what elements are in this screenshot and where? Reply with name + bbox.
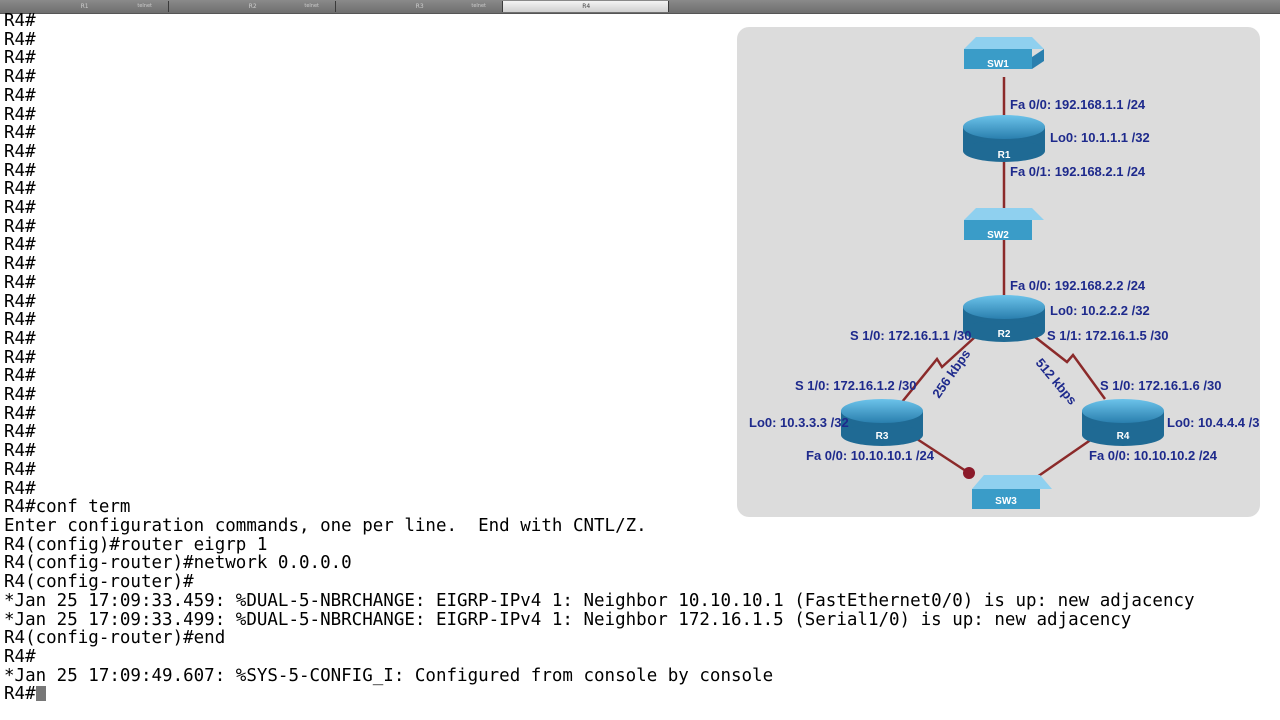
interface-label: Fa 0/0: 192.168.1.1 /24 <box>1010 97 1146 112</box>
device-label: R3 <box>876 431 889 442</box>
text-cursor <box>35 686 46 702</box>
device-label: R1 <box>998 150 1011 161</box>
terminal-line: R4(config-router)# <box>4 572 194 593</box>
interface-label: S 1/0: 172.16.1.1 /30 <box>850 328 971 343</box>
terminal-line: R4# <box>4 646 36 667</box>
terminal-line: R4# <box>4 216 36 237</box>
interface-label: Fa 0/0: 192.168.2.2 /24 <box>1010 278 1146 293</box>
tab-r2[interactable]: R2 telnet <box>169 1 336 12</box>
terminal-line: R4# <box>4 385 36 406</box>
terminal-line: R4# <box>4 403 36 424</box>
interface-label: Fa 0/0: 10.10.10.2 /24 <box>1089 448 1218 463</box>
interface-label: S 1/0: 172.16.1.2 /30 <box>795 378 916 393</box>
interface-label: Fa 0/0: 10.10.10.1 /24 <box>806 448 935 463</box>
bandwidth-label: 256 kbps <box>929 347 973 401</box>
terminal-line: R4(config-router)#end <box>4 628 226 649</box>
device-label: SW2 <box>987 230 1009 241</box>
tab-status: telnet <box>471 3 486 9</box>
terminal-output[interactable]: R4#R4#R4#R4#R4#R4#R4#R4#R4#R4#R4#R4#R4#R… <box>4 12 1195 704</box>
terminal-line: R4# <box>4 441 36 462</box>
terminal-prompt-line[interactable]: R4# <box>4 685 1195 704</box>
device-label: SW1 <box>987 59 1009 70</box>
terminal-line: R4# <box>4 291 36 312</box>
terminal-line: R4# <box>4 48 36 69</box>
tab-label: R1 <box>80 3 89 10</box>
tab-label: R2 <box>248 3 257 10</box>
terminal-line: R4# <box>4 366 36 387</box>
terminal-line: R4(config)#router eigrp 1 <box>4 534 268 555</box>
tab-r1[interactable]: R1 telnet <box>0 1 169 12</box>
terminal-line: R4# <box>4 104 36 125</box>
terminal-line: R4# <box>4 235 36 256</box>
terminal-line: R4# <box>4 11 36 31</box>
link-r4-sw3 <box>1036 437 1093 479</box>
tab-r4[interactable]: R4 <box>503 1 669 12</box>
terminal-prompt: R4# <box>4 684 36 705</box>
router-r3: R3 <box>841 399 923 446</box>
interface-label: Lo0: 10.1.1.1 /32 <box>1050 130 1150 145</box>
link-r2-r3-serial <box>901 336 976 403</box>
terminal-line: *Jan 25 17:09:49.607: %SYS-5-CONFIG_I: C… <box>4 665 774 686</box>
terminal-line: R4# <box>4 328 36 349</box>
link-status-dot <box>963 467 975 479</box>
links <box>901 77 1107 479</box>
terminal-line: R4(config-router)#network 0.0.0.0 <box>4 553 352 574</box>
terminal-line: R4# <box>4 141 36 162</box>
link-r2-r4-serial <box>1034 336 1107 400</box>
tab-status: telnet <box>137 3 152 9</box>
tab-r3[interactable]: R3 telnet <box>336 1 503 12</box>
terminal-line: *Jan 25 17:09:33.459: %DUAL-5-NBRCHANGE:… <box>4 590 1195 611</box>
device-label: R2 <box>998 329 1011 340</box>
router-r4: R4 <box>1082 399 1164 446</box>
terminal-line: R4# <box>4 198 36 219</box>
terminal-line: R4# <box>4 123 36 144</box>
switch-sw2: SW2 <box>964 208 1044 241</box>
router-r1: R1 <box>963 115 1045 162</box>
tab-label: R3 <box>415 3 424 10</box>
interface-label: Lo0: 10.2.2.2 /32 <box>1050 303 1150 318</box>
terminal-line: R4# <box>4 29 36 50</box>
interface-label: S 1/0: 172.16.1.6 /30 <box>1100 378 1221 393</box>
terminal-line: R4# <box>4 347 36 368</box>
terminal-line: R4# <box>4 422 36 443</box>
terminal-line: Enter configuration commands, one per li… <box>4 515 647 536</box>
bandwidth-label: 512 kbps <box>1033 355 1080 407</box>
terminal-line: R4# <box>4 310 36 331</box>
terminal-line: R4# <box>4 85 36 106</box>
terminal-line: R4# <box>4 160 36 181</box>
interface-label: S 1/1: 172.16.1.5 /30 <box>1047 328 1168 343</box>
terminal-line: R4# <box>4 272 36 293</box>
terminal-line: R4# <box>4 478 36 499</box>
router-r2: R2 <box>963 295 1045 342</box>
tab-status: telnet <box>304 3 319 9</box>
switch-sw3: SW3 <box>972 475 1052 509</box>
switch-sw1: SW1 <box>964 37 1044 70</box>
terminal-line: R4# <box>4 179 36 200</box>
session-tab-bar: R1 telnet R2 telnet R3 telnet R4 <box>0 0 1280 14</box>
terminal-line: R4# <box>4 67 36 88</box>
device-label: R4 <box>1117 431 1130 442</box>
terminal-line: R4# <box>4 254 36 275</box>
link-r3-sw3 <box>916 437 973 477</box>
terminal-line: *Jan 25 17:09:33.499: %DUAL-5-NBRCHANGE:… <box>4 609 1132 630</box>
interface-label: Lo0: 10.3.3.3 /32 <box>749 415 849 430</box>
terminal-line: R4#conf term <box>4 497 131 518</box>
interface-label: Lo0: 10.4.4.4 /32 <box>1167 415 1260 430</box>
interface-label: Fa 0/1: 192.168.2.1 /24 <box>1010 164 1146 179</box>
terminal-line: R4# <box>4 459 36 480</box>
device-label: SW3 <box>995 496 1017 507</box>
tab-label: R4 <box>582 3 591 10</box>
network-topology-diagram: SW1 SW2 SW3 R1 R2 R3 R4 Fa 0/0: 192.168.… <box>737 27 1260 517</box>
